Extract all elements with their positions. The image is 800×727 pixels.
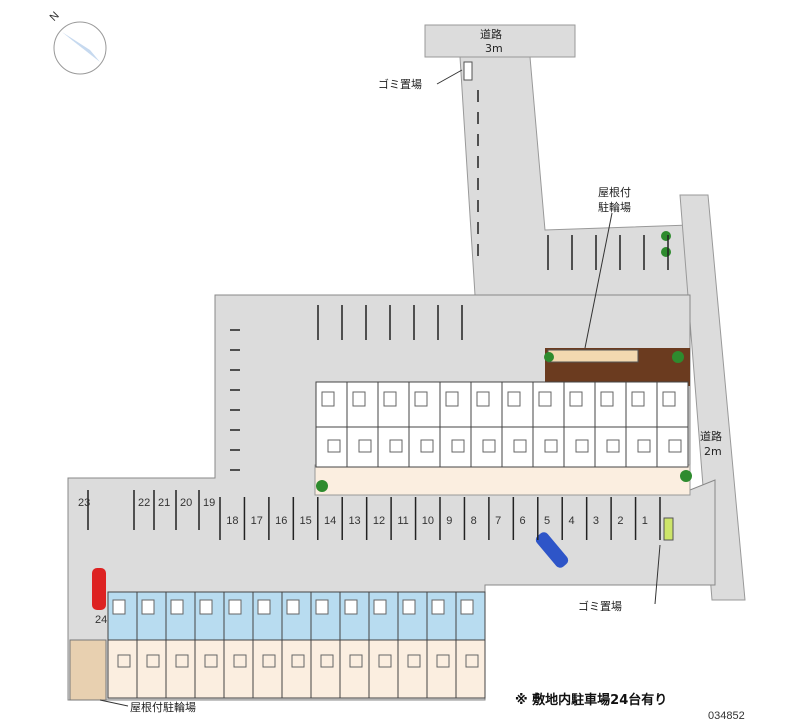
- garbage-bin-icon: [663, 517, 674, 541]
- compass-north-label: N: [48, 10, 62, 24]
- right-road-width: 2m: [704, 445, 722, 458]
- parking-slot-label: 20: [180, 497, 192, 509]
- parking-slot-label: 7: [495, 515, 501, 527]
- parking-slot-label: 17: [251, 515, 263, 527]
- parking-slot-label: 8: [471, 515, 477, 527]
- lower-building: [107, 591, 486, 699]
- parking-slot-label: 14: [324, 515, 336, 527]
- parking-slot-label: 22: [138, 497, 150, 509]
- slot-24-label: 24: [95, 614, 107, 626]
- parking-slot-label: 1: [642, 515, 648, 527]
- parking-slot-label: 2: [617, 515, 623, 527]
- top-road: [424, 24, 576, 58]
- upper-building: [315, 381, 689, 468]
- garbage-label-bottom: ゴミ置場: [578, 599, 622, 613]
- car-red-icon: [92, 568, 106, 610]
- parking-slot-label: 11: [397, 515, 408, 527]
- parking-slot-label: 12: [373, 515, 385, 527]
- right-road-name: 道路: [700, 429, 722, 443]
- parking-slot-label: 3: [593, 515, 599, 527]
- compass-icon: N: [48, 10, 107, 75]
- parking-note: ※ 敷地内駐車場24台有り: [515, 693, 668, 708]
- bike-shelter-top-label-2: 駐輪場: [598, 200, 631, 214]
- parking-slot-label: 6: [520, 515, 526, 527]
- top-road-width: 3m: [485, 42, 503, 55]
- parking-slot-label: 19: [203, 497, 215, 509]
- parking-slot-label: 4: [568, 515, 574, 527]
- parking-slot-label: 18: [226, 515, 238, 527]
- garbage-label-top: ゴミ置場: [378, 77, 422, 91]
- right-road: [679, 194, 746, 601]
- bike-shelter-bottom-label: 屋根付駐輪場: [130, 700, 196, 714]
- parking-slot-label: 21: [158, 497, 170, 509]
- parking-slot-label: 15: [300, 515, 312, 527]
- bike-shelter-bottom: [69, 639, 107, 701]
- garbage-bin-top-icon: [463, 61, 473, 81]
- top-road-name: 道路: [480, 27, 502, 41]
- parking-slot-label: 10: [422, 515, 434, 527]
- parking-slot-label: 9: [446, 515, 452, 527]
- access-driveway: [459, 56, 691, 296]
- parking-slot-label: 16: [275, 515, 287, 527]
- parking-slot-label: 13: [348, 515, 360, 527]
- walkway-upper: [314, 464, 691, 496]
- property-code: 034852: [708, 710, 745, 722]
- parking-slot-label: 5: [544, 515, 550, 527]
- car-blue-icon: [535, 532, 569, 568]
- parking-slot-label: 23: [78, 497, 90, 509]
- bike-shelter-top-label-1: 屋根付: [598, 185, 631, 199]
